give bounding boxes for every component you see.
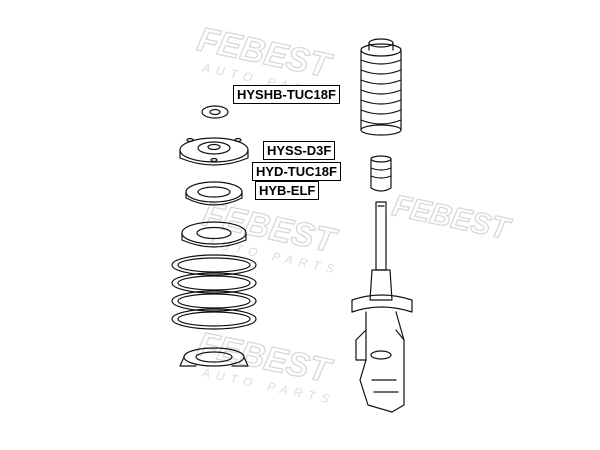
top-washer-part [201, 105, 229, 119]
lower-spring-seat-part [179, 347, 249, 367]
label-hyss-d3f[interactable]: HYSS-D3F [263, 141, 336, 160]
watermark: FEBEST AUTO PARTS FEBEST AUTO PARTS FEBE… [194, 20, 516, 408]
strut-assembly [351, 201, 413, 413]
label-hyd-tuc18f[interactable]: HYD-TUC18F [252, 162, 341, 181]
spring-seat-part [181, 221, 247, 248]
bump-stop-part [370, 155, 392, 192]
label-hyshb-tuc18f[interactable]: HYSHB-TUC18F [233, 85, 340, 104]
strut-mount-part [179, 137, 249, 166]
dust-boot-part [360, 38, 402, 136]
coil-spring-part [171, 254, 257, 330]
label-hyb-elf[interactable]: HYB-ELF [255, 181, 320, 200]
watermark-brand: FEBEST [389, 189, 514, 246]
bearing-part [185, 181, 243, 206]
